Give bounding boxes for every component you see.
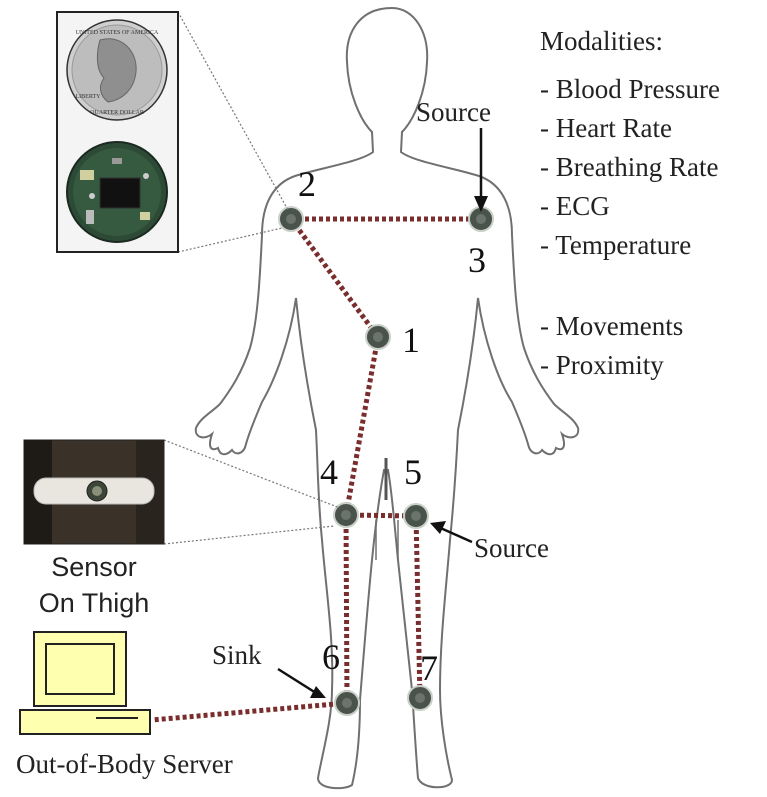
source-top-arrow [474, 128, 488, 212]
sensor-node-3: 3 [468, 207, 493, 280]
coin-text-bottom: QUARTER DOLLAR [90, 110, 144, 116]
modalities-heading: Modalities: [540, 26, 663, 56]
link-4-6 [346, 515, 347, 703]
modality-item: - Movements [540, 311, 683, 341]
modality-item: - Breathing Rate [540, 152, 718, 182]
sensor-node-label: 4 [320, 452, 338, 492]
sensor-node-core [286, 214, 296, 224]
sensor-node-label: 2 [298, 164, 316, 204]
sensor-nodes: 1 2 3 4 5 6 7 [279, 164, 493, 715]
coin-comparison-photo: UNITED STATES OF AMERICA LIBERTY QUARTER… [57, 12, 178, 252]
coin-text-top: UNITED STATES OF AMERICA [76, 30, 159, 36]
source-right-label: Source [474, 533, 549, 563]
sensor-node-6: 6 [322, 637, 359, 715]
sensor-node-5: 5 [404, 452, 428, 528]
sensor-node-core [476, 214, 486, 224]
source-top-label: Source [416, 97, 491, 127]
sensor-node-label: 1 [402, 320, 420, 360]
sensor-node-label: 6 [322, 637, 340, 677]
thigh-sensor-photo [24, 440, 164, 544]
modality-item: - Blood Pressure [540, 74, 720, 104]
coin-text-liberty: LIBERTY [76, 94, 102, 100]
sensor-node-label: 3 [468, 240, 486, 280]
modality-item: - ECG [540, 191, 610, 221]
modality-item: - Heart Rate [540, 113, 672, 143]
modality-item: - Proximity [540, 350, 664, 380]
sensor-node-core [342, 698, 352, 708]
modalities-list: Modalities: - Blood Pressure - Heart Rat… [540, 26, 720, 380]
sensor-node-label: 7 [420, 648, 438, 688]
sensor-node-core [373, 332, 383, 342]
modality-item: - Temperature [540, 230, 691, 260]
link-2-1 [291, 219, 378, 337]
sensor-board-image [67, 142, 167, 242]
sensor-node-label: 5 [404, 452, 422, 492]
sink-label: Sink [212, 640, 262, 670]
quarter-coin-image: UNITED STATES OF AMERICA LIBERTY QUARTER… [67, 20, 167, 120]
sensor-node-core [411, 511, 421, 521]
photo-caption-line2: On Thigh [39, 588, 150, 618]
photo-caption-line1: Sensor [51, 552, 137, 582]
link-6-server [152, 703, 347, 720]
sensor-node-2: 2 [279, 164, 316, 231]
coin-callout-line-bottom [178, 228, 282, 252]
sensor-node-core [415, 693, 425, 703]
sensor-node-7: 7 [408, 648, 438, 710]
sink-arrow [278, 669, 326, 698]
server-label: Out-of-Body Server [16, 749, 233, 779]
thigh-callout-line-bottom [164, 526, 334, 544]
thigh-callout-line-top [164, 440, 340, 508]
link-1-4 [346, 337, 378, 515]
coin-callout-line-top [178, 12, 288, 210]
server-computer-icon [20, 632, 150, 734]
network-links [152, 219, 481, 720]
human-body-outline [196, 8, 578, 788]
sensor-node-core [341, 510, 351, 520]
